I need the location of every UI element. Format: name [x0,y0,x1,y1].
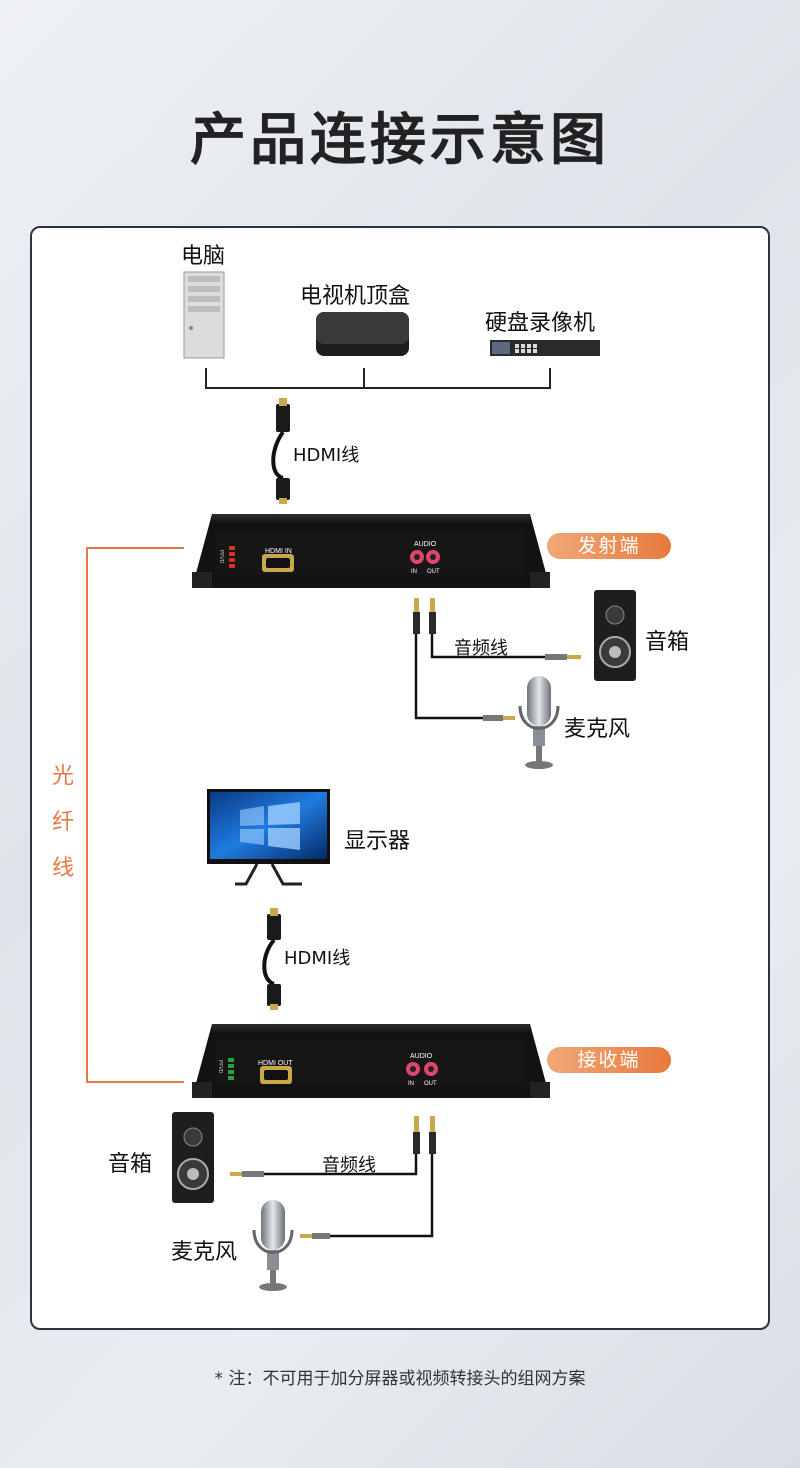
monitor-label: 显示器 [344,829,411,854]
tx-audio-in: IN [411,569,417,575]
rx-audio-label: AUDIO [410,1053,433,1060]
rx-port-label: HDMI OUT [258,1060,293,1067]
transmitter-badge: 发射端 [547,533,671,559]
receiver-badge: 接收端 [547,1047,671,1073]
set-top-box-icon [316,312,409,356]
bottom-speaker-icon [172,1112,214,1203]
bottom-audio-cables [230,1116,436,1239]
diagram-panel [30,226,770,1330]
rx-audio-out: OUT [424,1081,437,1087]
bottom-mic-label: 麦克风 [171,1240,238,1265]
top-audio-cables [413,598,581,721]
set-top-box-label: 电视机顶盒 [300,284,411,309]
rx-audio-in: IN [408,1081,414,1087]
fiber-label-3: 线 [52,856,75,881]
bottom-speaker-label: 音箱 [108,1152,153,1177]
top-mic-label: 麦克风 [564,717,631,742]
tx-audio-out: OUT [427,569,440,575]
top-speaker-label: 音箱 [645,630,690,655]
bottom-audio-cable-label: 音频线 [322,1155,376,1176]
fiber-label-2: 纤 [52,810,75,835]
top-audio-cable-label: 音频线 [454,638,508,659]
hdmi-cable-icon-bottom [262,908,281,1010]
fiber-label-1: 光 [52,764,75,789]
source-bracket [205,368,551,389]
tx-port-label: HDMI IN [265,548,292,555]
receiver-device [192,1024,550,1098]
pc-tower-icon [183,271,225,359]
hdmi-cable-label-bottom: HDMI线 [284,948,351,969]
nvr-label: 硬盘录像机 [485,311,596,336]
hdmi-cable-icon [271,398,290,504]
page-title: 产品连接示意图 [190,108,610,173]
transmitter-device [192,514,550,588]
monitor-icon [207,789,330,886]
hdmi-cable-label-top: HDMI线 [293,445,360,466]
tx-led-labels: PFVD [218,550,224,564]
footnote: * 注：不可用于加分屏器或视频转接头的组网方案 [214,1369,586,1389]
fiber-line [86,547,184,1083]
top-mic-icon [518,676,560,769]
bottom-mic-icon [252,1200,294,1291]
pc-label: 电脑 [181,244,226,269]
tx-audio-label: AUDIO [414,541,437,548]
nvr-icon [490,340,600,356]
top-speaker-icon [594,590,636,681]
rx-led-labels: PFVD [217,1060,223,1074]
